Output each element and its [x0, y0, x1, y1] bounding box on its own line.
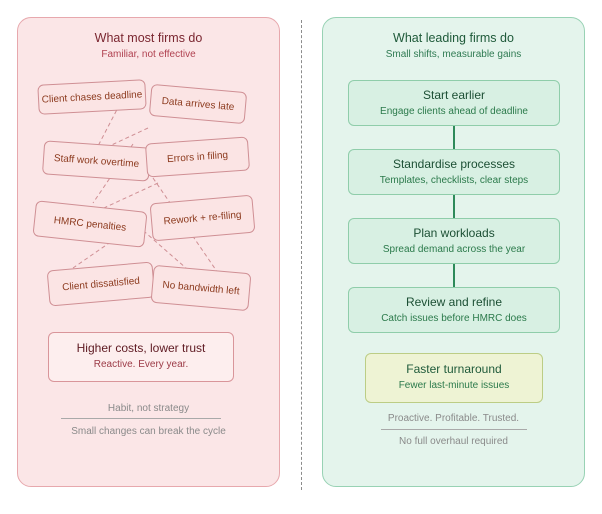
- left-panel-title: What most firms do: [94, 31, 203, 45]
- panel-divider: [301, 20, 302, 490]
- step-subtitle: Catch issues before HMRC does: [381, 313, 527, 324]
- step-title: Standardise processes: [392, 157, 516, 171]
- right-panel-subtitle: Small shifts, measurable gains: [385, 49, 522, 60]
- right-result-title: Faster turnaround: [406, 362, 502, 376]
- step-connector: [453, 195, 455, 218]
- step-review-and-refine: Review and refine Catch issues before HM…: [348, 287, 560, 333]
- step-connector: [453, 264, 455, 287]
- step-title: Plan workloads: [413, 226, 495, 240]
- left-outcome-title: Higher costs, lower trust: [76, 341, 206, 355]
- step-connector: [453, 126, 455, 149]
- step-title: Review and refine: [405, 295, 503, 309]
- left-outcome-subtitle: Reactive. Every year.: [93, 359, 189, 370]
- chip-client-chases-deadline: Client chases deadline: [37, 79, 147, 115]
- step-standardise-processes: Standardise processes Templates, checkli…: [348, 149, 560, 195]
- left-footer-line1: Habit, not strategy: [107, 403, 190, 414]
- step-subtitle: Engage clients ahead of deadline: [380, 106, 528, 117]
- left-footer-rule: [61, 418, 221, 419]
- step-subtitle: Spread demand across the year: [382, 244, 526, 255]
- step-subtitle: Templates, checklists, clear steps: [379, 175, 529, 186]
- step-title: Start earlier: [422, 88, 486, 102]
- left-panel-subtitle: Familiar, not effective: [101, 49, 196, 60]
- left-footer-line2: Small changes can break the cycle: [71, 426, 226, 437]
- left-panel: What most firms do Familiar, not effecti…: [17, 17, 280, 487]
- chip-errors-in-filing: Errors in filing: [144, 136, 251, 178]
- right-result-subtitle: Fewer last-minute issues: [398, 380, 510, 391]
- right-panel-title: What leading firms do: [393, 31, 514, 45]
- right-panel: What leading firms do Small shifts, meas…: [322, 17, 585, 487]
- right-result-box: Faster turnaround Fewer last-minute issu…: [365, 353, 543, 403]
- left-outcome-box: Higher costs, lower trust Reactive. Ever…: [48, 332, 234, 382]
- right-footer-rule: [381, 429, 527, 430]
- right-footer-line2: No full overhaul required: [399, 436, 508, 447]
- right-footer-line1: Proactive. Profitable. Trusted.: [387, 413, 520, 424]
- step-start-earlier: Start earlier Engage clients ahead of de…: [348, 80, 560, 126]
- step-plan-workloads: Plan workloads Spread demand across the …: [348, 218, 560, 264]
